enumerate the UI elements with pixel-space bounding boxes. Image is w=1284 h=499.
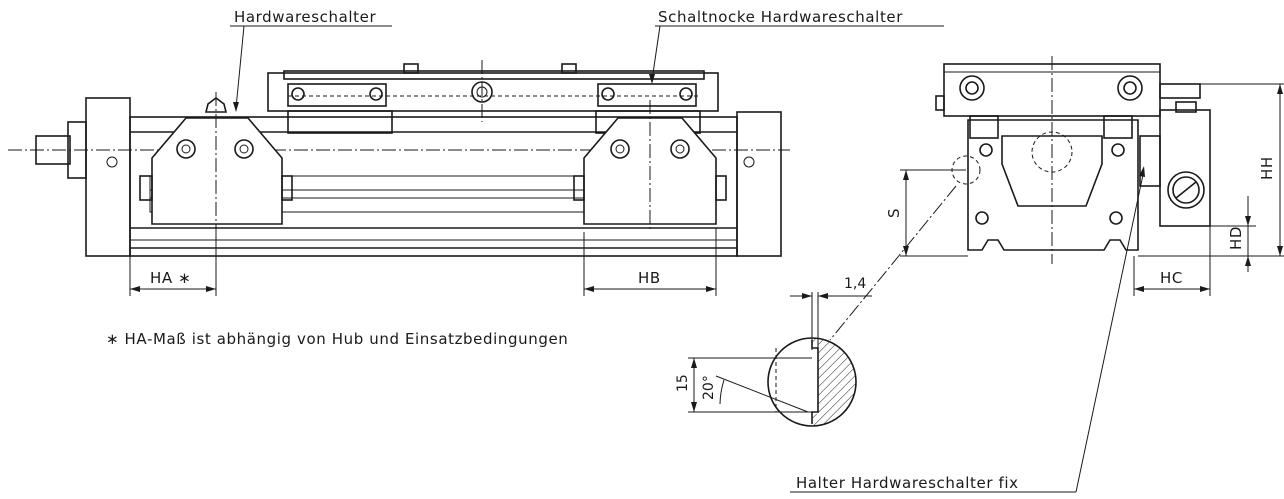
note-ha: ∗ HA-Maß ist abhängig von Hub und Einsat… xyxy=(106,330,568,348)
label-holder-fix: Halter Hardwareschalter fix xyxy=(796,474,1019,492)
front-dimensions xyxy=(900,83,1284,296)
label-switch-cam: Schaltnocke Hardwareschalter xyxy=(658,8,903,26)
side-view xyxy=(8,60,790,257)
dim-hh: HH xyxy=(1258,156,1276,180)
dim-hb: HB xyxy=(638,269,661,287)
front-view xyxy=(935,56,1211,264)
side-dimensions xyxy=(129,228,717,296)
dim-ha: HA ∗ xyxy=(150,269,191,287)
dim-angle: 20° xyxy=(701,375,717,400)
detail-view xyxy=(688,185,957,427)
holder-leader xyxy=(790,166,1145,493)
dim-hd: HD xyxy=(1227,226,1245,250)
dim-height: 15 xyxy=(675,374,691,392)
dim-gap: 1,4 xyxy=(844,276,866,292)
dim-hc: HC xyxy=(1160,269,1183,287)
label-hardware-switch: Hardwareschalter xyxy=(234,8,376,26)
side-leaders xyxy=(230,25,944,112)
dim-s: S xyxy=(885,208,903,218)
